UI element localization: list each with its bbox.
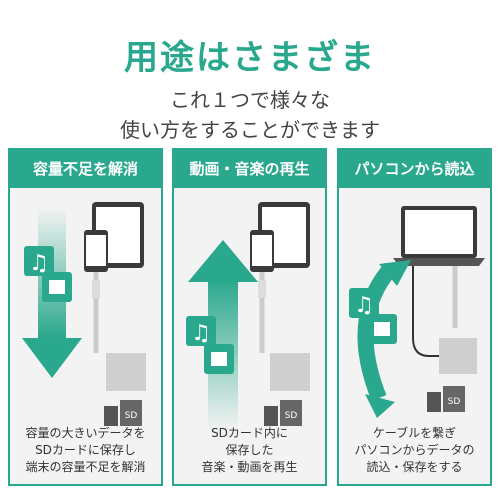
- caption-line: 音楽・動画を再生: [201, 460, 298, 474]
- panel-heading: 容量不足を解消: [10, 150, 161, 188]
- microsd-icon: [427, 392, 441, 412]
- svg-text:♫: ♫: [354, 293, 374, 318]
- subtitle-line-2: 使い方をすることができます: [120, 118, 380, 142]
- storage-illustration: ♫ SD: [22, 202, 146, 426]
- sd-card-icon: [120, 400, 142, 426]
- sd-card-icon: [443, 386, 465, 412]
- music-icon: [349, 288, 379, 318]
- caption-line: ケーブルを繋ぎ: [372, 426, 457, 440]
- panel-illustration: ♫ SD SDカード内に 保存した 音楽・動画を再生: [174, 188, 325, 484]
- svg-text:♫: ♫: [191, 321, 211, 346]
- arrow-down-head: [22, 338, 82, 378]
- panel-storage: 容量不足を解消: [8, 148, 163, 486]
- subtitle-line-1: これ１つで様々な: [170, 88, 330, 112]
- panel-heading: パソコンから読込: [339, 150, 490, 188]
- panel-caption: ケーブルを繋ぎ パソコンからデータの 読込・保存をする: [339, 425, 490, 476]
- caption-line: 読込・保存をする: [366, 460, 463, 474]
- music-icon: [24, 246, 54, 276]
- music-icon: [186, 316, 216, 346]
- caption-line: 容量の大きいデータを: [25, 426, 146, 440]
- microsd-icon: [104, 406, 118, 426]
- playback-illustration: ♫ SD: [186, 202, 310, 430]
- svg-text:SD: SD: [125, 411, 138, 421]
- pc-illustration: ♫ SD: [349, 206, 485, 418]
- panel-caption: SDカード内に 保存した 音楽・動画を再生: [174, 425, 325, 476]
- adapter-icon: [270, 353, 310, 391]
- sync-arrow: [357, 262, 398, 401]
- microsd-icon: [264, 406, 278, 426]
- adapter-icon: [106, 353, 146, 391]
- caption-line: 端末の容量不足を解消: [25, 460, 146, 474]
- caption-line: 保存した: [225, 443, 274, 457]
- svg-text:♫: ♫: [29, 251, 49, 276]
- panel-illustration: ♫ SD ケーブルを繋ぎ パソコンからデータの 読込・保存をする: [339, 188, 490, 484]
- svg-text:SD: SD: [448, 397, 461, 407]
- caption-line: SDカードに保存し: [35, 443, 136, 457]
- arrow-up-head: [188, 240, 258, 282]
- sd-card-icon: [280, 400, 302, 426]
- panel-heading: 動画・音楽の再生: [174, 150, 325, 188]
- caption-line: パソコンからデータの: [354, 443, 475, 457]
- panel-illustration: ♫ SD 容量の大きいデータを SDカードに保存し 端末の容量不足を解消: [10, 188, 161, 484]
- svg-text:SD: SD: [285, 411, 298, 421]
- page-title: 用途はさまざま: [124, 38, 376, 78]
- panel-playback: 動画・音楽の再生 ♫ SD SDカード内に 保存した 音楽・動画を再生: [172, 148, 327, 486]
- page-subtitle: これ１つで様々な 使い方をすることができます: [0, 85, 500, 145]
- panel-pc-transfer: パソコンから読込 ♫ SD ケーブルを繋ぎ パソコンからデータの: [337, 148, 492, 486]
- adapter-icon: [439, 338, 477, 374]
- panel-caption: 容量の大きいデータを SDカードに保存し 端末の容量不足を解消: [10, 425, 161, 476]
- caption-line: SDカード内に: [211, 426, 288, 440]
